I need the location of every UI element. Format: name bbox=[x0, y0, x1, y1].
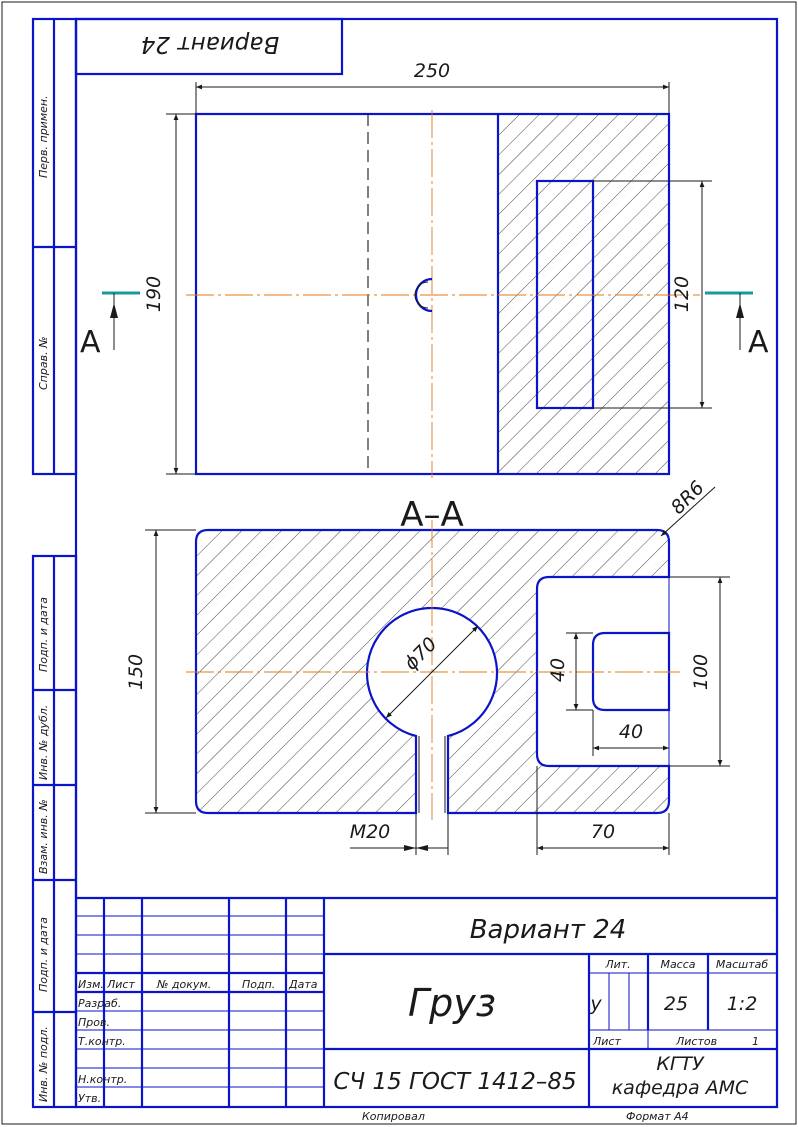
top-view-hatched-region bbox=[498, 114, 669, 474]
dim-thread: M20 bbox=[350, 821, 391, 843]
tb-row-tkontr: Т.контр. bbox=[78, 1035, 126, 1048]
section-markers: А А А–А bbox=[80, 291, 769, 535]
tb-col-date: Дата bbox=[288, 978, 318, 991]
sidebar-inv-dubl: Инв. № дубл. bbox=[37, 705, 50, 780]
variant-stamp: Вариант 24 bbox=[74, 17, 344, 76]
tb-mass-label: Масса bbox=[660, 958, 695, 971]
tb-mass-value: 25 bbox=[664, 993, 688, 1015]
tb-part-name: Груз bbox=[408, 981, 496, 1025]
tb-col-doc: № докум. bbox=[156, 978, 211, 991]
top-view-thread-arc bbox=[414, 277, 433, 313]
tb-row-razrab: Разраб. bbox=[78, 997, 121, 1010]
tb-scale-label: Масштаб bbox=[716, 958, 768, 971]
dim-fillet: 8R6 bbox=[667, 477, 709, 519]
dim-slot-height: 120 bbox=[671, 276, 693, 312]
tb-sheets-value: 1 bbox=[752, 1035, 759, 1048]
dim-width-top: 250 bbox=[414, 60, 450, 82]
tb-col-podp: Подп. bbox=[242, 978, 275, 991]
dim-height-section: 150 bbox=[125, 654, 147, 690]
tb-col-izm: Изм. bbox=[78, 978, 104, 991]
tb-row-prov: Пров. bbox=[78, 1016, 110, 1029]
sidebar-podp-data-2: Подп. и дата bbox=[37, 917, 50, 992]
tb-org-line2: кафедра АМС bbox=[612, 1077, 749, 1099]
section-view bbox=[186, 520, 680, 820]
tb-lit-value: у bbox=[589, 993, 602, 1015]
tb-scale-value: 1:2 bbox=[727, 993, 758, 1015]
tb-sheets-label: Листов bbox=[675, 1035, 717, 1048]
top-view-slot bbox=[535, 179, 595, 410]
sidebar-perv-primen: Перв. примен. bbox=[37, 95, 50, 178]
left-sidebar: Перв. примен. Справ. № Подп. и дата Инв.… bbox=[31, 17, 78, 1109]
dim-pocket-width: 70 bbox=[591, 821, 615, 843]
footer-format: Формат А4 bbox=[626, 1110, 689, 1123]
sidebar-vzam-inv: Взам. инв. № bbox=[37, 799, 50, 874]
dim-inner-width: 40 bbox=[619, 721, 643, 743]
dim-height-top: 190 bbox=[143, 276, 165, 312]
tb-col-list: Лист bbox=[106, 978, 135, 991]
top-view-dimensions: 250 190 120 bbox=[143, 60, 712, 475]
section-inner-pocket bbox=[591, 631, 671, 712]
tb-sheet-label: Лист bbox=[592, 1035, 621, 1048]
sidebar-podp-data-1: Подп. и дата bbox=[37, 597, 50, 672]
sidebar-sprav-no: Справ. № bbox=[37, 336, 50, 390]
tb-variant: Вариант 24 bbox=[470, 915, 627, 945]
tb-row-utv: Утв. bbox=[78, 1092, 101, 1105]
tb-org-line1: КГТУ bbox=[656, 1053, 705, 1075]
tb-material: СЧ 15 ГОСТ 1412–85 bbox=[333, 1069, 576, 1095]
tb-lit-label: Лит. bbox=[604, 958, 630, 971]
dim-inner-height: 40 bbox=[547, 658, 569, 682]
section-marker-left: А bbox=[80, 325, 101, 360]
section-marker-right: А bbox=[748, 325, 769, 360]
sidebar-inv-podl: Инв. № подл. bbox=[37, 1026, 50, 1102]
footer-copied: Копировал bbox=[362, 1110, 425, 1123]
top-view-outline bbox=[194, 112, 671, 476]
top-view bbox=[186, 110, 700, 478]
section-outline bbox=[194, 528, 671, 815]
variant-stamp-text: Вариант 24 bbox=[141, 31, 280, 57]
title-block: Изм. Лист № докум. Подп. Дата Разраб. Пр… bbox=[76, 896, 777, 1107]
tb-row-nkontr: Н.контр. bbox=[78, 1073, 127, 1086]
dim-pocket-height: 100 bbox=[690, 654, 712, 690]
